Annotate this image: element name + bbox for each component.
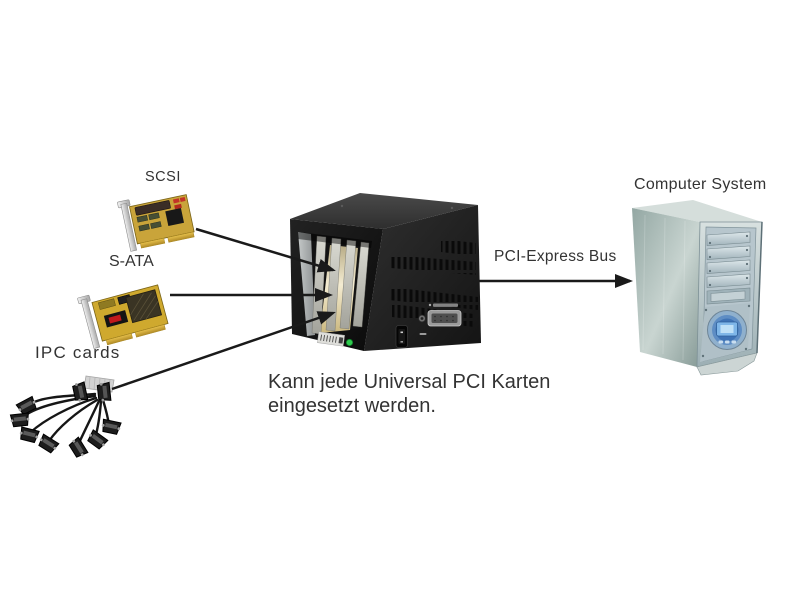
ipc-cables-icon	[9, 375, 122, 458]
expansion-box-icon	[290, 193, 481, 351]
drive-bays	[706, 231, 751, 288]
arrow-scsi-to-box	[195, 227, 336, 273]
power-switch	[395, 325, 408, 348]
caption: Kann jede Universal PCI Karten eingesetz…	[268, 370, 550, 418]
computer-tower-icon	[632, 200, 763, 376]
computer-system-label: Computer System	[634, 176, 767, 193]
sata-label: S-ATA	[109, 253, 154, 270]
caption-line-1: Kann jede Universal PCI Karten	[268, 371, 551, 393]
scsi-label: SCSI	[145, 169, 181, 185]
bus-connector	[418, 303, 462, 335]
caption-line-2: eingesetzt werden.	[268, 395, 436, 417]
scsi-card-icon	[117, 194, 195, 252]
connection-arrows	[111, 227, 633, 391]
pci-express-bus-label: PCI-Express Bus	[494, 248, 617, 265]
power-led	[345, 338, 354, 347]
ipc-cards-label: IPC cards	[35, 343, 121, 362]
barcode-sticker	[317, 331, 345, 347]
arrow-ipc-to-box	[111, 311, 336, 391]
sata-card-icon	[77, 284, 169, 349]
db9-connectors	[9, 381, 122, 458]
front-display	[707, 310, 747, 350]
